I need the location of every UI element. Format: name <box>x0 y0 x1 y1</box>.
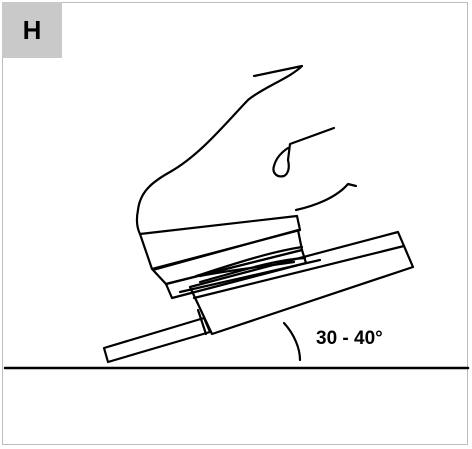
grinder-body-lower <box>138 214 302 271</box>
guard-top <box>178 258 322 294</box>
disc-hub <box>196 308 208 336</box>
angle-arc <box>282 321 302 362</box>
panel-label: H <box>2 2 62 58</box>
rear-grip <box>294 182 358 212</box>
cutting-disc <box>102 316 212 364</box>
trigger <box>272 126 336 178</box>
angle-label: 30 - 40° <box>316 328 383 349</box>
grinder-body <box>135 64 304 236</box>
guard-shadow <box>198 260 296 278</box>
wheel-guard-inner <box>192 244 406 300</box>
